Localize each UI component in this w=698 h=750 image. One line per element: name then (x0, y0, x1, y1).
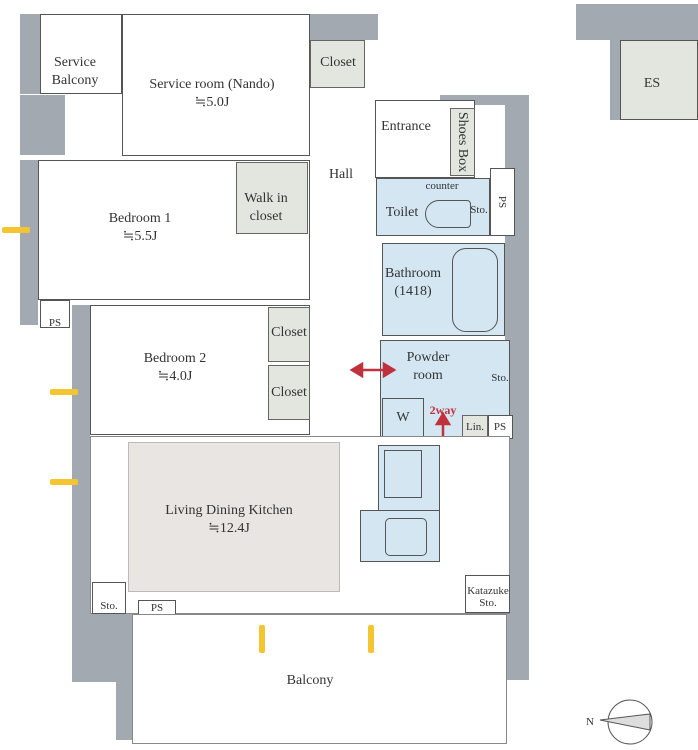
bathroom-name: Bathroom (385, 266, 441, 281)
bedroom-1-label: Bedroom 1 ≒5.5J (109, 210, 172, 246)
ps-bedroom1-label: PS (48, 317, 62, 329)
service-room-name: Service room (Nando) (149, 77, 275, 92)
closet-bedroom2-bottom (268, 365, 310, 420)
ldk-label: Living Dining Kitchen ≒12.4J (165, 502, 293, 538)
wall-left-column (20, 95, 65, 155)
bedroom-1-size: ≒5.5J (122, 229, 158, 244)
ldk-floor (128, 442, 340, 592)
service-balcony-line1: Service (54, 55, 96, 70)
linen (462, 415, 488, 439)
bedroom-1-name: Bedroom 1 (108, 211, 172, 226)
service-room-label: Service room (Nando) ≒5.0J (149, 76, 274, 112)
balcony-label: Balcony (286, 673, 334, 688)
washer-label: W (396, 410, 410, 425)
service-room (122, 14, 310, 156)
ps-mid-label: PS (493, 421, 507, 433)
bedroom-2-name: Bedroom 2 (143, 351, 207, 366)
walk-in-closet-line1: Walk in (244, 191, 288, 206)
horizontal-arrow-icon (349, 361, 397, 379)
closet-bedroom2-top (268, 307, 310, 362)
powder-sto-label: Sto. (491, 372, 509, 384)
washer (382, 398, 424, 438)
wall-left-lower (72, 305, 90, 615)
service-balcony-line2: Balcony (51, 73, 99, 88)
window-ldk-2 (368, 625, 374, 653)
two-way-label: 2way (429, 403, 457, 417)
bathtub-icon (452, 248, 498, 332)
ldk-name: Living Dining Kitchen (165, 503, 293, 518)
shoes-box-label: Shoes Box (455, 111, 470, 173)
compass-icon: N (586, 699, 653, 745)
wall-balcony-left (116, 680, 134, 740)
wall-es-left (610, 40, 620, 120)
service-balcony (40, 14, 122, 94)
bedroom-2-size: ≒4.0J (157, 369, 193, 384)
sto-bottom-label: Sto. (100, 600, 118, 612)
balcony (132, 614, 507, 744)
wall-top-hall (308, 14, 378, 40)
sto-bottom (92, 582, 126, 614)
compass-n: N (586, 716, 594, 728)
ps-bottom-label: PS (150, 602, 164, 614)
walk-in-closet-line2: closet (249, 209, 283, 224)
walk-in-closet-label: Walk in closet (244, 190, 288, 226)
bedroom-2-label: Bedroom 2 ≒4.0J (144, 350, 207, 386)
counter-label: counter (425, 180, 459, 192)
service-room-size: ≒5.0J (194, 95, 230, 110)
toilet-label: Toilet (385, 205, 419, 220)
katazuke-line1: Katazuke (467, 585, 509, 597)
wall-es (576, 4, 698, 40)
window-bedroom1 (2, 227, 30, 233)
ps-top (490, 168, 515, 236)
katazuke-line2: Sto. (479, 597, 497, 609)
powder-room-label: Powder room (407, 349, 450, 385)
powder-room-line1: Powder (406, 350, 450, 365)
closet-bedroom2-top-label: Closet (271, 325, 307, 340)
katazuke-label: Katazuke Sto. (467, 585, 509, 609)
shoes-box (450, 108, 475, 176)
ps-bedroom1 (40, 300, 70, 328)
hall-label: Hall (328, 167, 354, 182)
ldk-size: ≒12.4J (208, 521, 250, 536)
wall-left-top (20, 14, 40, 94)
powder-room-line2: room (413, 368, 443, 383)
stove-icon (384, 450, 422, 498)
window-ldk-1 (259, 625, 265, 653)
sink-icon (385, 518, 427, 556)
closet-bedroom2-bottom-label: Closet (271, 385, 307, 400)
bathroom-label: Bathroom (1418) (385, 265, 441, 301)
toilet-sto-label: Sto. (470, 204, 488, 216)
es-label: ES (643, 76, 661, 91)
toilet-icon (425, 200, 471, 228)
wall-left-bottom (72, 612, 132, 682)
walk-in-closet (236, 162, 308, 234)
bathroom-size: (1418) (394, 284, 432, 299)
service-balcony-label: Service Balcony (52, 54, 99, 90)
window-bedroom2 (50, 389, 78, 395)
closet-top-label: Closet (320, 55, 356, 70)
entrance-label: Entrance (381, 119, 431, 134)
linen-label: Lin. (465, 421, 485, 433)
closet-top (310, 40, 365, 88)
katazuke-storage (465, 575, 510, 613)
window-ldk-left (50, 479, 78, 485)
wall-left-bedroom1 (20, 160, 38, 325)
es-room (620, 40, 698, 120)
ps-top-label: PS (496, 195, 508, 209)
